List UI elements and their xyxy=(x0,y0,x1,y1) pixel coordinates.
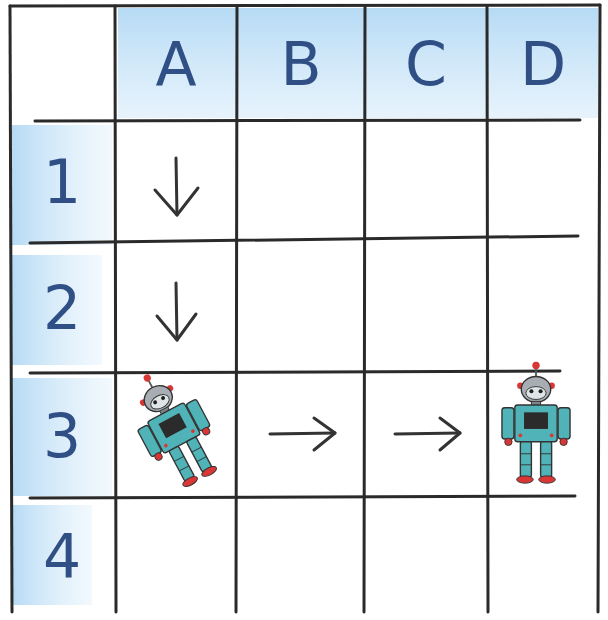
robot xyxy=(502,362,570,483)
row-shading xyxy=(12,505,92,605)
row-shading xyxy=(12,125,112,245)
row-shading xyxy=(12,255,102,365)
row-header: 4 xyxy=(43,526,81,586)
grid-lines xyxy=(10,5,600,612)
column-header: C xyxy=(405,34,447,94)
row-header: 3 xyxy=(43,406,81,466)
column-header: B xyxy=(280,34,321,94)
row-header: 1 xyxy=(43,152,81,212)
row-header: 2 xyxy=(43,278,81,338)
header-shading xyxy=(118,8,598,118)
column-header: A xyxy=(155,34,196,94)
row-shading xyxy=(12,378,112,496)
falling-robot xyxy=(116,359,231,495)
column-header: D xyxy=(520,34,566,94)
